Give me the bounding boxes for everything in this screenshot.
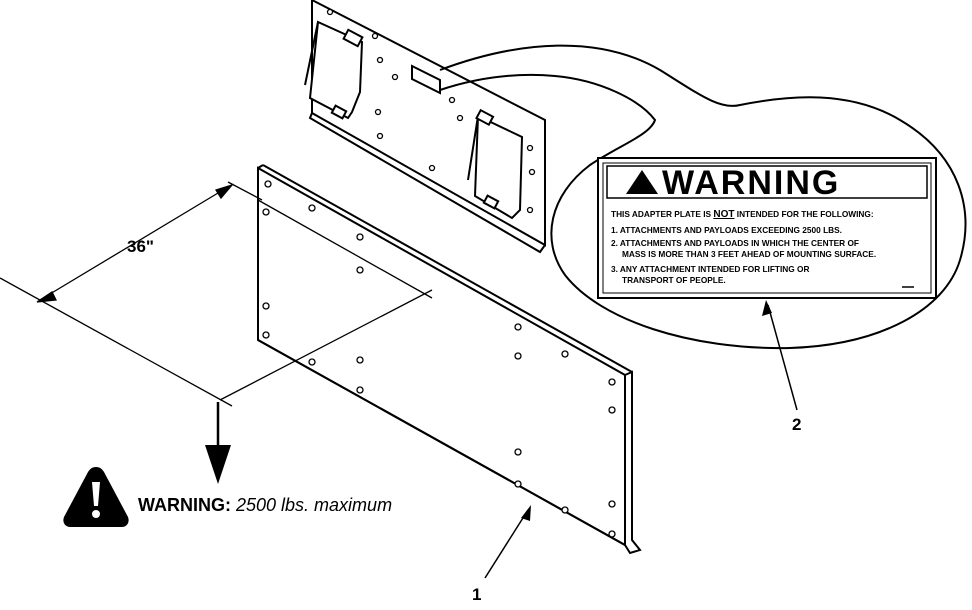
decal-inner-border: [602, 162, 932, 294]
decal-location: [411, 64, 441, 95]
decal-alert-triangle-icon: [626, 170, 658, 194]
warning-decal: WARNING THIS ADAPTER PLATE IS NOT INTEND…: [597, 157, 937, 299]
load-arrow: [205, 402, 231, 484]
decal-title: WARNING: [662, 164, 840, 202]
right-bracket-foot: [482, 194, 500, 210]
left-bracket-edge: [304, 21, 319, 86]
dimension-arrow-lower: [36, 291, 58, 303]
decal-intro: THIS ADAPTER PLATE IS NOT INTENDED FOR T…: [611, 209, 874, 220]
callout-1: 1: [472, 505, 531, 604]
exclamation-dot: [92, 510, 100, 518]
left-bracket-tab: [342, 28, 364, 48]
decal-line-2a: 2. ATTACHMENTS AND PAYLOADS IN WHICH THE…: [611, 238, 859, 248]
dimension-36: [0, 181, 433, 407]
upper-adapter-plate: [304, 0, 546, 254]
front-plate-top-edge: [257, 164, 264, 169]
dimension-ground-line: [0, 277, 233, 407]
load-warning-text: WARNING:2500 lbs. maximum: [138, 495, 392, 515]
decal-line-1: 1. ATTACHMENTS AND PAYLOADS EXCEEDING 25…: [611, 225, 842, 235]
left-bracket: [308, 20, 364, 120]
load-arrow-head: [205, 445, 231, 484]
center-of-mass-line: [219, 289, 433, 401]
callout-2-arrowhead: [762, 300, 772, 316]
front-plate-holes: [262, 180, 616, 538]
exclamation-mark-icon: [92, 482, 100, 506]
decal-line-3a: 3. ANY ATTACHMENT INTENDED FOR LIFTING O…: [611, 264, 810, 274]
front-plate-top-edge-2: [262, 164, 633, 373]
front-adapter-plate: [257, 164, 642, 555]
front-plate-hidden-line: [257, 199, 433, 299]
callout-1-leader: [484, 509, 529, 579]
decal-balloon: [439, 44, 967, 350]
decal-line-2b: MASS IS MORE THAN 3 FEET AHEAD OF MOUNTI…: [622, 249, 876, 259]
callout-2-leader: [767, 304, 798, 411]
upper-plate-holes: [326, 8, 536, 214]
dimension-extension-upper: [227, 181, 263, 201]
front-plate-face: [257, 166, 626, 547]
decal-line-3b: TRANSPORT OF PEOPLE.: [622, 275, 726, 285]
callout-1-arrowhead: [521, 505, 531, 521]
right-bracket: [473, 114, 524, 220]
callout-2-number: 2: [792, 415, 801, 434]
callout-1-number: 1: [472, 585, 481, 604]
dimension-line: [39, 186, 229, 301]
decal-header-box: [606, 165, 928, 199]
right-bracket-edge: [467, 115, 479, 181]
right-bracket-tab: [475, 108, 495, 127]
upper-plate-flange: [308, 112, 546, 254]
dimension-label: 36": [127, 237, 154, 256]
load-warning: WARNING:2500 lbs. maximum: [63, 467, 392, 527]
dimension-arrow-upper: [215, 183, 234, 200]
front-plate-flange: [624, 370, 642, 555]
left-bracket-foot: [330, 104, 348, 120]
callout-2: 2: [762, 300, 801, 434]
